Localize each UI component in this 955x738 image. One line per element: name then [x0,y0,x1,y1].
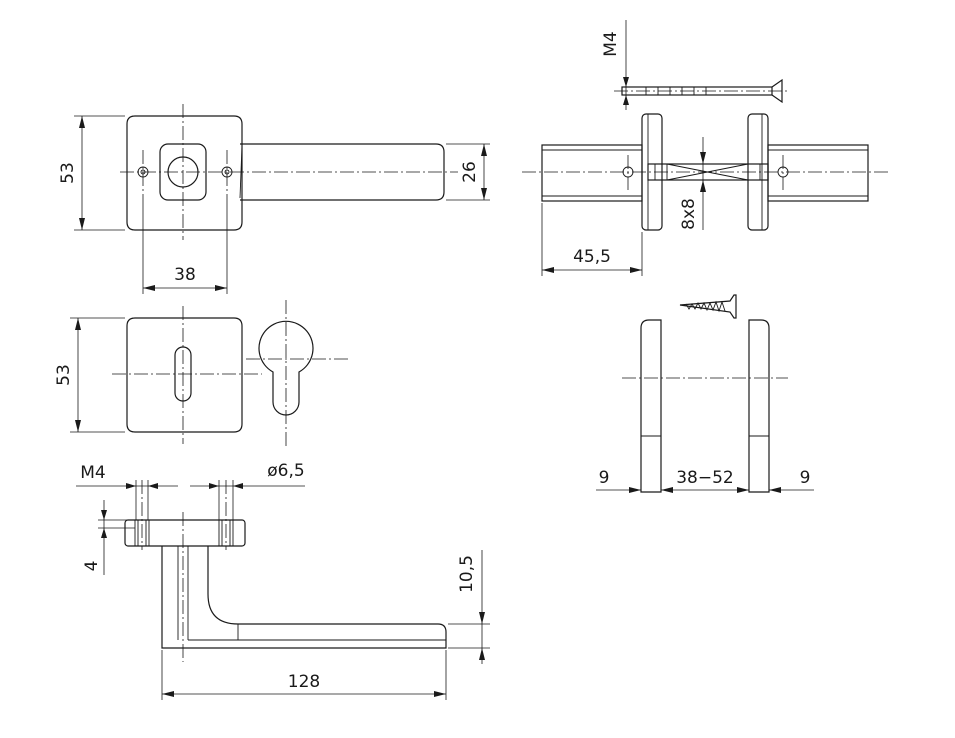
dim-hole-spacing: 38 [142,200,228,294]
dim-rose-thickness: 4 [82,500,135,575]
label-m4-side: M4 [80,463,105,483]
dim-key-rose-height: 53 [54,317,125,433]
lever-side-outline [161,546,447,649]
dim-handle-drop: 10,5 [448,550,490,664]
handle-side-view [124,480,447,662]
dim-screw-thread-side: M4 [76,463,178,520]
dim-spindle-square: 8x8 [679,137,706,230]
label-53-top: 53 [58,162,78,184]
key-rose-view [112,306,262,444]
dim-door-thickness: 38−52 [661,468,749,493]
cylinder-profile [246,300,350,446]
label-26: 26 [460,161,480,183]
dim-handle-length: 128 [161,650,447,700]
label-128: 128 [288,672,320,692]
dim-screw-thread-top: M4 [601,20,629,110]
dim-hole-diameter: ø6,5 [190,461,305,520]
cylinder-profile-outline [258,320,314,416]
label-10-5: 10,5 [457,555,477,593]
label-9-left: 9 [599,468,610,488]
label-m4-top: M4 [601,31,621,56]
handle-front-view [120,104,458,240]
label-38: 38 [174,265,196,285]
rose-square-outline [126,115,243,231]
left-handle-body [541,144,643,202]
label-diameter: ø6,5 [267,461,304,481]
right-rose-side [748,319,770,493]
dim-handle-width: 26 [446,143,490,201]
wood-screw [679,294,737,319]
label-53-key: 53 [54,364,74,386]
label-38-52: 38−52 [676,468,734,488]
handle-lever-outline [240,143,445,201]
label-4: 4 [82,561,102,572]
dim-spindle-length: 45,5 [541,203,643,276]
door-fit-view [622,319,788,493]
spindle-assembly-view [522,113,890,231]
label-9-right: 9 [800,468,811,488]
label-45-5: 45,5 [573,247,611,267]
dim-door-rose-right: 9 [769,468,814,493]
dim-rose-height-top: 53 [58,115,125,231]
machine-screw [614,78,790,104]
wood-screw-body [679,294,737,319]
rose-side-plate [124,519,246,547]
left-rose-side [640,319,662,493]
dim-door-rose-left: 9 [596,468,641,493]
key-rose-outline [126,317,243,433]
label-8x8: 8x8 [679,198,699,230]
